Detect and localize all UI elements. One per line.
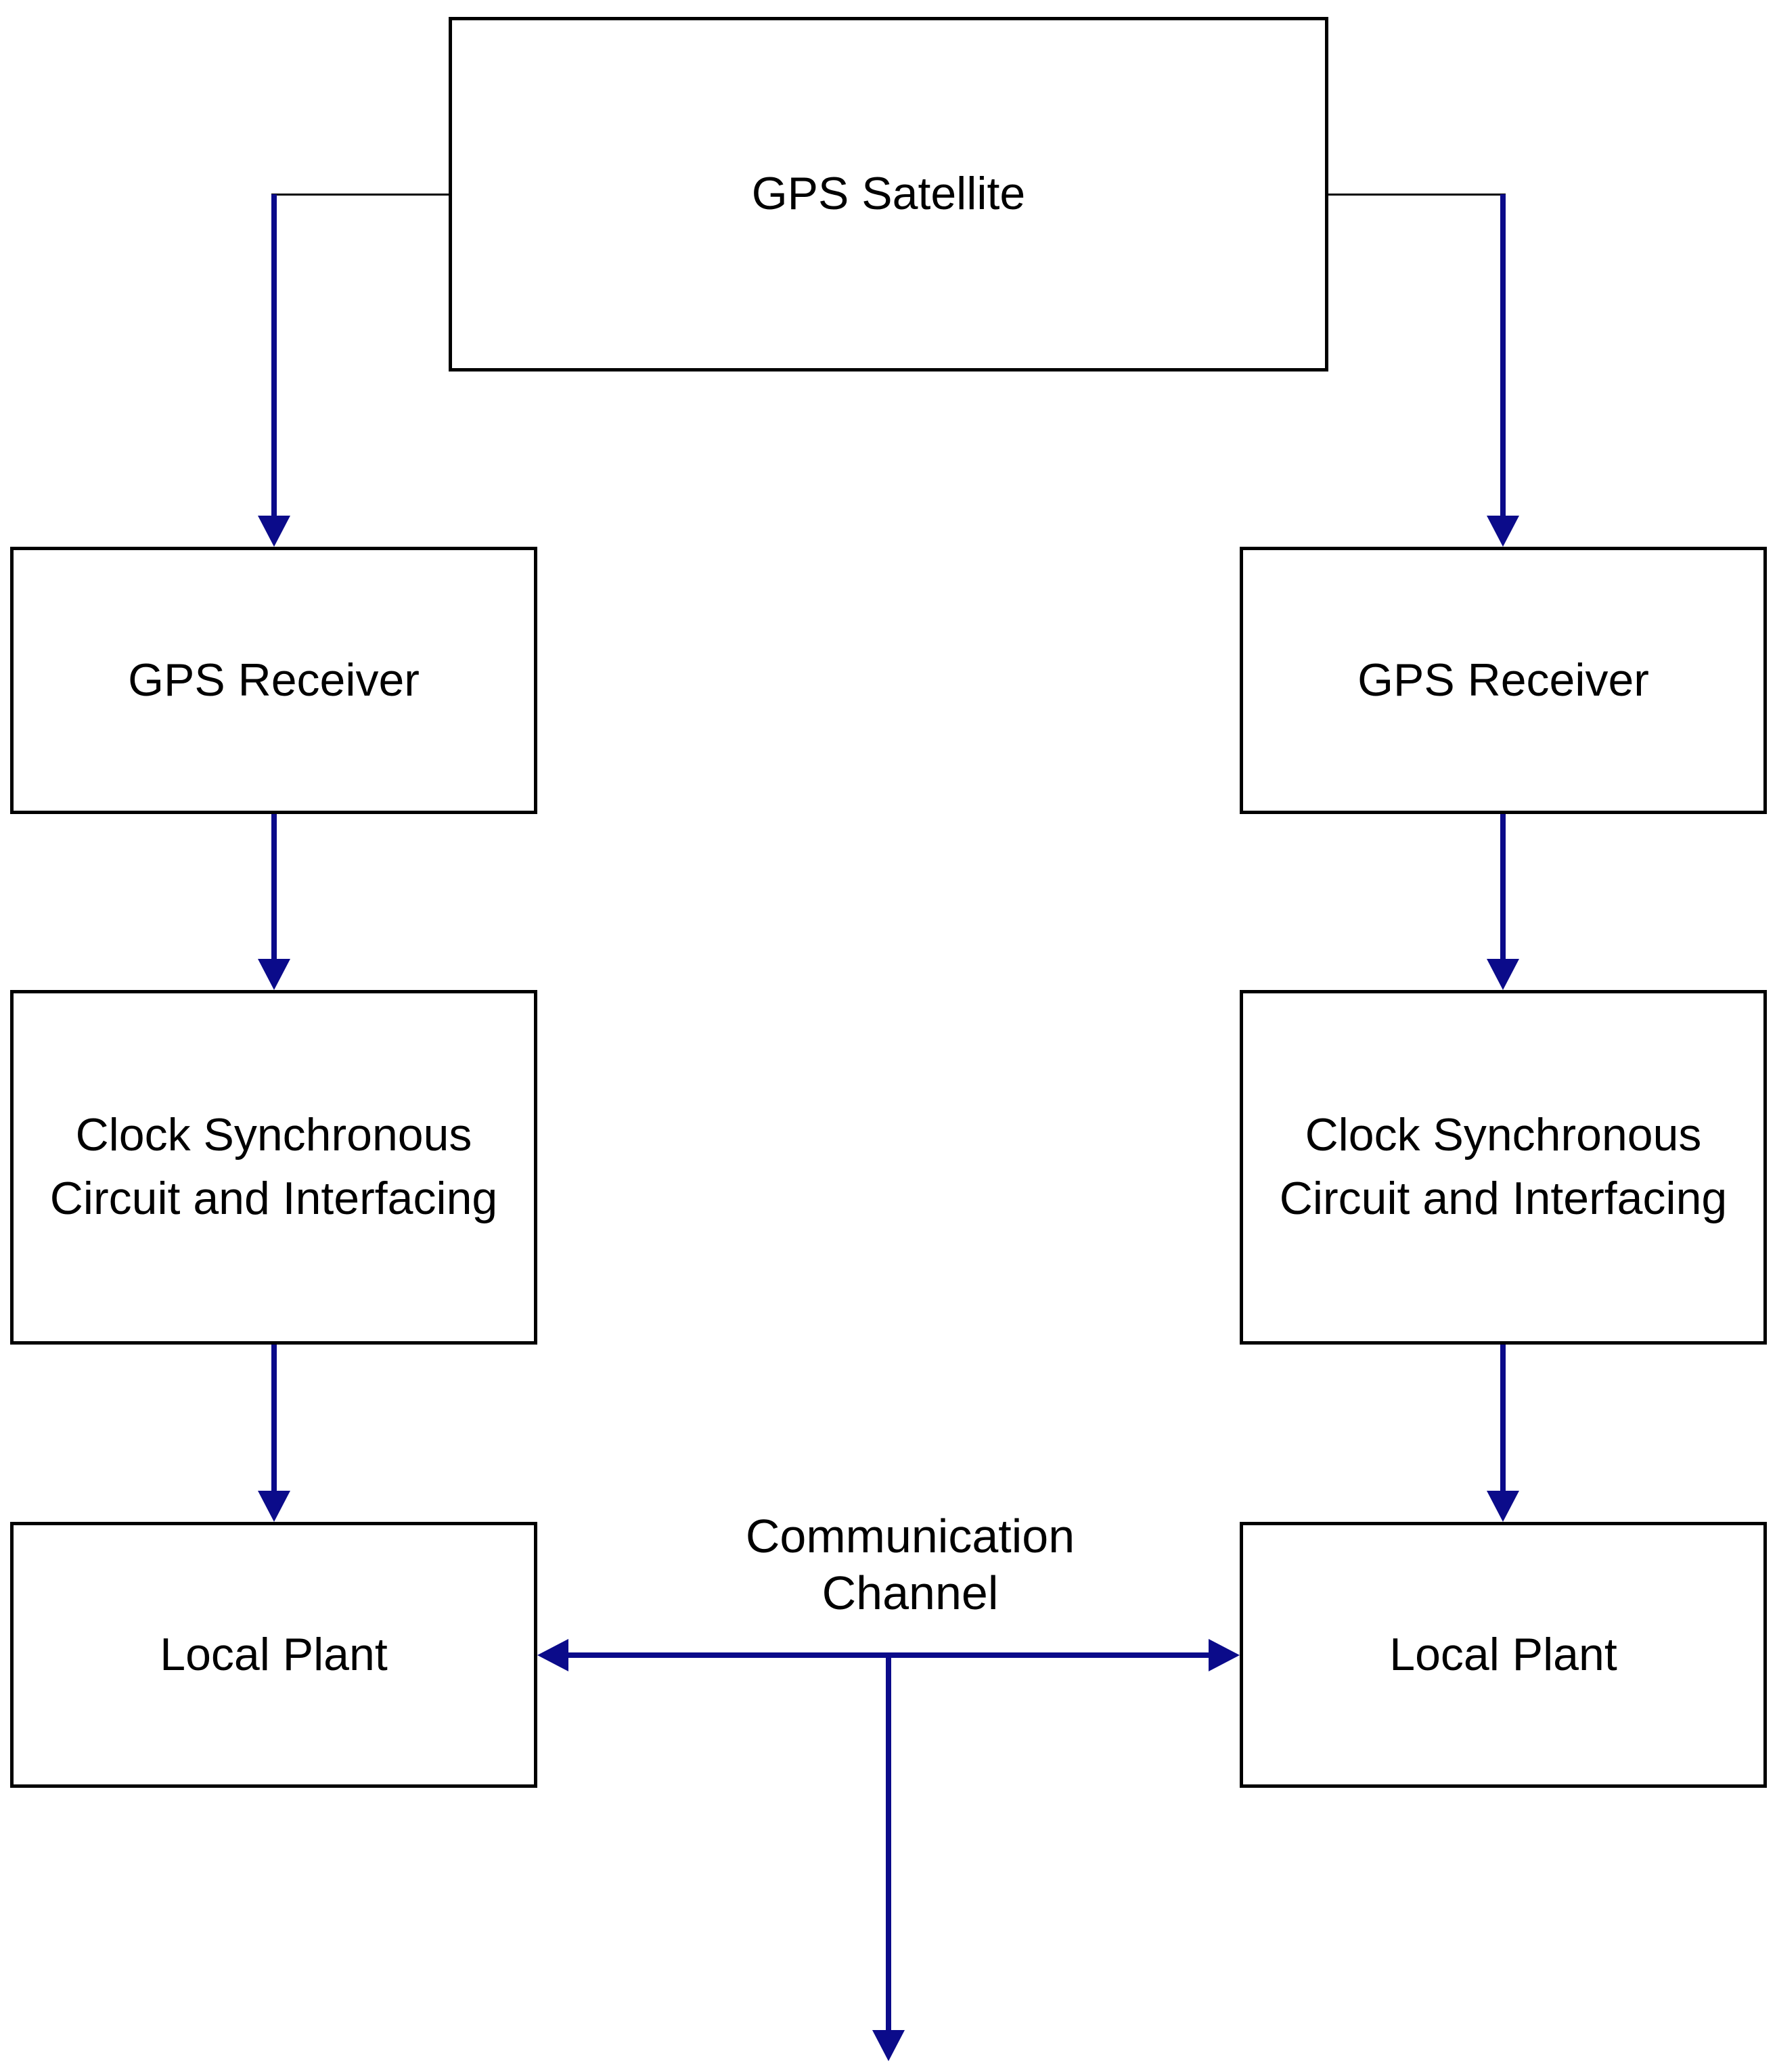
arrowhead-down-icon	[1487, 516, 1519, 547]
gps-receiver-left-label: GPS Receiver	[128, 654, 420, 706]
satellite-branch-left-line	[271, 194, 452, 196]
clock-sync-left-box: Clock Synchronous Circuit and Interfacin…	[10, 990, 537, 1345]
arrowhead-down-icon	[258, 516, 290, 547]
edge-receiver-to-clock-right-line	[1500, 814, 1506, 962]
clock-sync-left-label: Clock Synchronous Circuit and Interfacin…	[49, 1109, 498, 1224]
clock-sync-right-box: Clock Synchronous Circuit and Interfacin…	[1240, 990, 1767, 1345]
gps-satellite-label: GPS Satellite	[751, 168, 1026, 220]
arrowhead-down-icon	[1487, 1491, 1519, 1522]
arrowhead-down-icon	[258, 1491, 290, 1522]
gps-receiver-right-label: GPS Receiver	[1357, 654, 1649, 706]
arrowhead-down-icon	[872, 2030, 905, 2061]
communication-channel-drop-line	[886, 1655, 891, 2033]
local-plant-left-box: Local Plant	[10, 1522, 537, 1788]
edge-clock-to-plant-right-line	[1500, 1345, 1506, 1493]
edge-clock-to-plant-left-line	[271, 1345, 277, 1493]
satellite-branch-right-line	[1325, 194, 1506, 196]
communication-channel-label: Communication Channel	[745, 1510, 1075, 1619]
edge-receiver-to-clock-left-line	[271, 814, 277, 962]
local-plant-right-box: Local Plant	[1240, 1522, 1767, 1788]
gps-satellite-box: GPS Satellite	[449, 17, 1328, 371]
local-plant-right-label: Local Plant	[1389, 1628, 1617, 1680]
gps-receiver-right-box: GPS Receiver	[1240, 547, 1767, 814]
edge-satellite-to-receiver-right-line	[1500, 194, 1506, 518]
arrowhead-left-icon	[537, 1639, 568, 1671]
local-plant-left-label: Local Plant	[160, 1628, 388, 1680]
gps-receiver-left-box: GPS Receiver	[10, 547, 537, 814]
arrowhead-down-icon	[258, 959, 290, 990]
arrowhead-down-icon	[1487, 959, 1519, 990]
edge-satellite-to-receiver-left-line	[271, 194, 277, 518]
clock-sync-right-label: Clock Synchronous Circuit and Interfacin…	[1279, 1109, 1728, 1224]
arrowhead-right-icon	[1209, 1639, 1240, 1671]
